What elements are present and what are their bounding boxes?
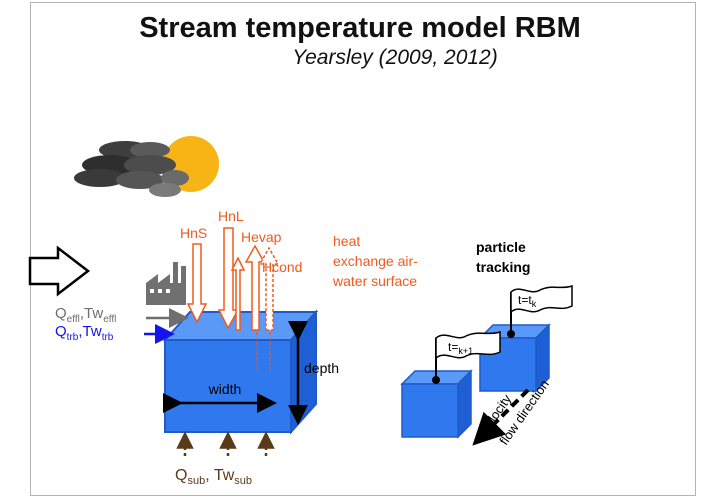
heat-flux-arrows	[186, 227, 280, 331]
hcond-label: Hcond	[262, 259, 302, 275]
particle-box-lower	[400, 369, 473, 439]
effluent-label: Qeffl,Tweffl	[55, 305, 116, 325]
factory-icon	[146, 262, 186, 305]
heat-exchange-label-2: exchange air-	[333, 253, 418, 269]
hnl-label: HnL	[218, 208, 244, 224]
width-label: width	[208, 381, 242, 397]
heat-exchange-label-3: water surface	[332, 273, 417, 289]
flag-k1	[432, 330, 501, 384]
inflow-arrow-icon	[28, 245, 91, 297]
slide-title: Stream temperature model RBM	[139, 12, 581, 44]
hevap-label: Hevap	[241, 229, 282, 245]
hns-label: HnS	[180, 225, 207, 241]
heat-exchange-label-1: heat	[333, 233, 360, 249]
tributary-label: Qtrb,Twtrb	[55, 323, 114, 343]
particle-title-1: particle	[476, 239, 526, 255]
cloud-icon	[74, 141, 189, 197]
subsurface-arrows	[176, 431, 275, 456]
subsurface-label: Qsub, Twsub	[175, 467, 252, 487]
slide-border	[30, 2, 696, 496]
flux-dash-lines	[256, 332, 271, 372]
slide-subtitle: Yearsley (2009, 2012)	[292, 46, 498, 69]
flag-k-label: t=tk	[518, 293, 537, 309]
velocity-arrow	[472, 388, 530, 446]
flag-k1-label: t=k+1	[448, 340, 473, 356]
flag-k	[507, 284, 573, 338]
depth-label: depth	[304, 360, 339, 376]
particle-title-2: tracking	[476, 259, 530, 275]
weather-group	[74, 136, 219, 197]
